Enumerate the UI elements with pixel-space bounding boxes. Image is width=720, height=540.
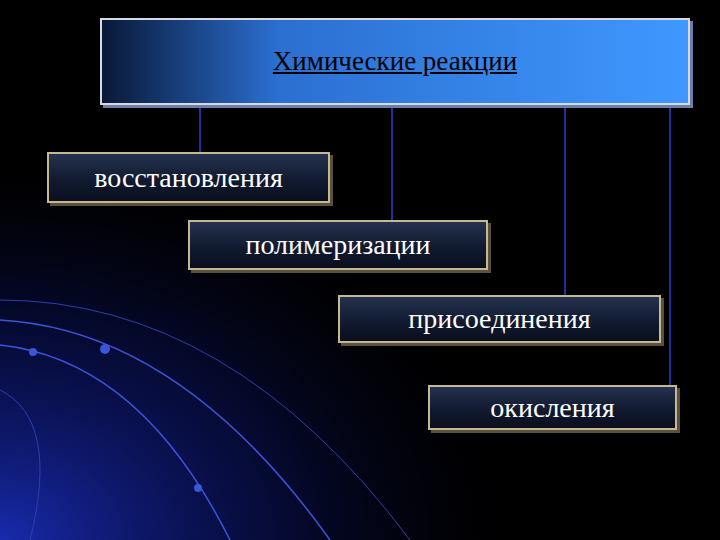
node-label: Химические реакции	[273, 46, 517, 77]
connector-line	[669, 105, 671, 385]
reaction-box: восстановления	[47, 152, 330, 203]
connector-line	[199, 105, 201, 152]
node-label: окисления	[490, 392, 614, 424]
dot	[100, 344, 110, 354]
reaction-box: присоединения	[338, 295, 661, 343]
reaction-box: полимеризации	[188, 220, 488, 270]
dot	[194, 484, 202, 492]
node-label: присоединения	[408, 303, 590, 335]
connector-line	[391, 105, 393, 220]
connector-line	[564, 105, 566, 295]
arc	[0, 390, 40, 540]
title-box: Химические реакции	[100, 18, 690, 105]
node-label: полимеризации	[245, 229, 430, 261]
reaction-box: окисления	[428, 385, 677, 430]
node-label: восстановления	[94, 162, 283, 194]
arc	[0, 345, 230, 540]
dot	[29, 348, 37, 356]
arc	[0, 320, 330, 540]
